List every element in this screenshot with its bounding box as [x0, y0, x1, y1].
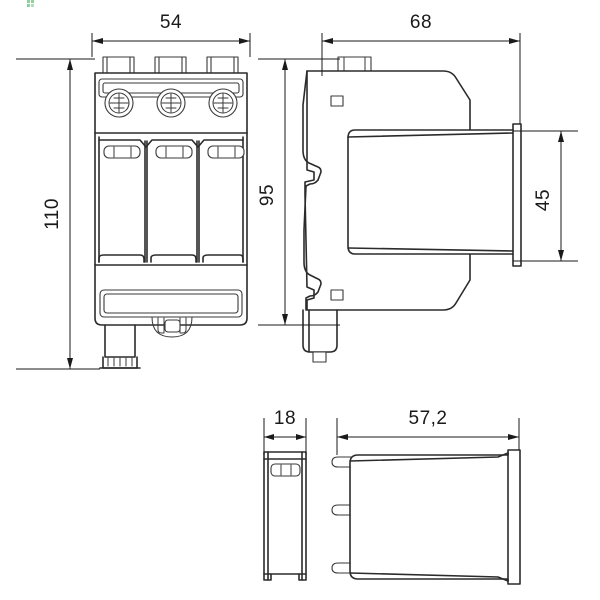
dimension-cartridge-height: 45	[513, 130, 578, 262]
front-terminal-bar	[98, 78, 244, 98]
single-module-side-view	[331, 449, 521, 585]
front-bottom-pins	[99, 324, 141, 369]
side-cartridge-body	[347, 123, 522, 267]
dimension-module-depth: 57,2	[336, 408, 520, 455]
indicator-window-1	[103, 145, 141, 159]
front-bottom-earth-terminal	[151, 316, 193, 338]
housing-slot-upper	[330, 95, 344, 107]
dimension-label-110: 110	[42, 198, 63, 230]
front-top-terminal-stubs	[102, 56, 239, 74]
housing-slot-lower	[330, 289, 344, 301]
dimension-label-45: 45	[533, 189, 554, 211]
screw-terminal-2	[156, 88, 186, 118]
side-view	[302, 56, 522, 363]
dimension-module-width: 18	[263, 408, 307, 455]
front-terminal-screws	[104, 88, 238, 118]
screw-terminal-1	[104, 88, 134, 118]
front-cartridge-modules	[94, 136, 248, 266]
cartridge-contact-blades	[331, 456, 353, 574]
dimension-height-front: 110	[16, 58, 100, 370]
side-din-clip-profile	[302, 70, 322, 311]
indicator-window-2	[155, 145, 193, 159]
dimension-label-68: 68	[410, 12, 432, 33]
dimension-label-95: 95	[257, 184, 278, 206]
dimension-depth-side: 68	[321, 12, 521, 124]
dimension-label-57-2: 57,2	[409, 408, 448, 429]
single-module-front-view	[263, 451, 307, 581]
side-top-stub	[337, 56, 372, 72]
watermark-logo	[27, 0, 36, 9]
dimension-label-54: 54	[160, 12, 182, 33]
front-view	[94, 56, 248, 369]
single-module-indicator-window	[270, 463, 301, 477]
screw-terminal-3	[208, 88, 238, 118]
front-din-clip-band	[99, 289, 243, 318]
dimension-label-18: 18	[274, 408, 296, 429]
dimension-height-side: 95	[257, 58, 340, 326]
side-bottom-connector	[302, 309, 338, 363]
dimension-width-front: 54	[91, 12, 251, 57]
indicator-window-3	[207, 145, 245, 159]
